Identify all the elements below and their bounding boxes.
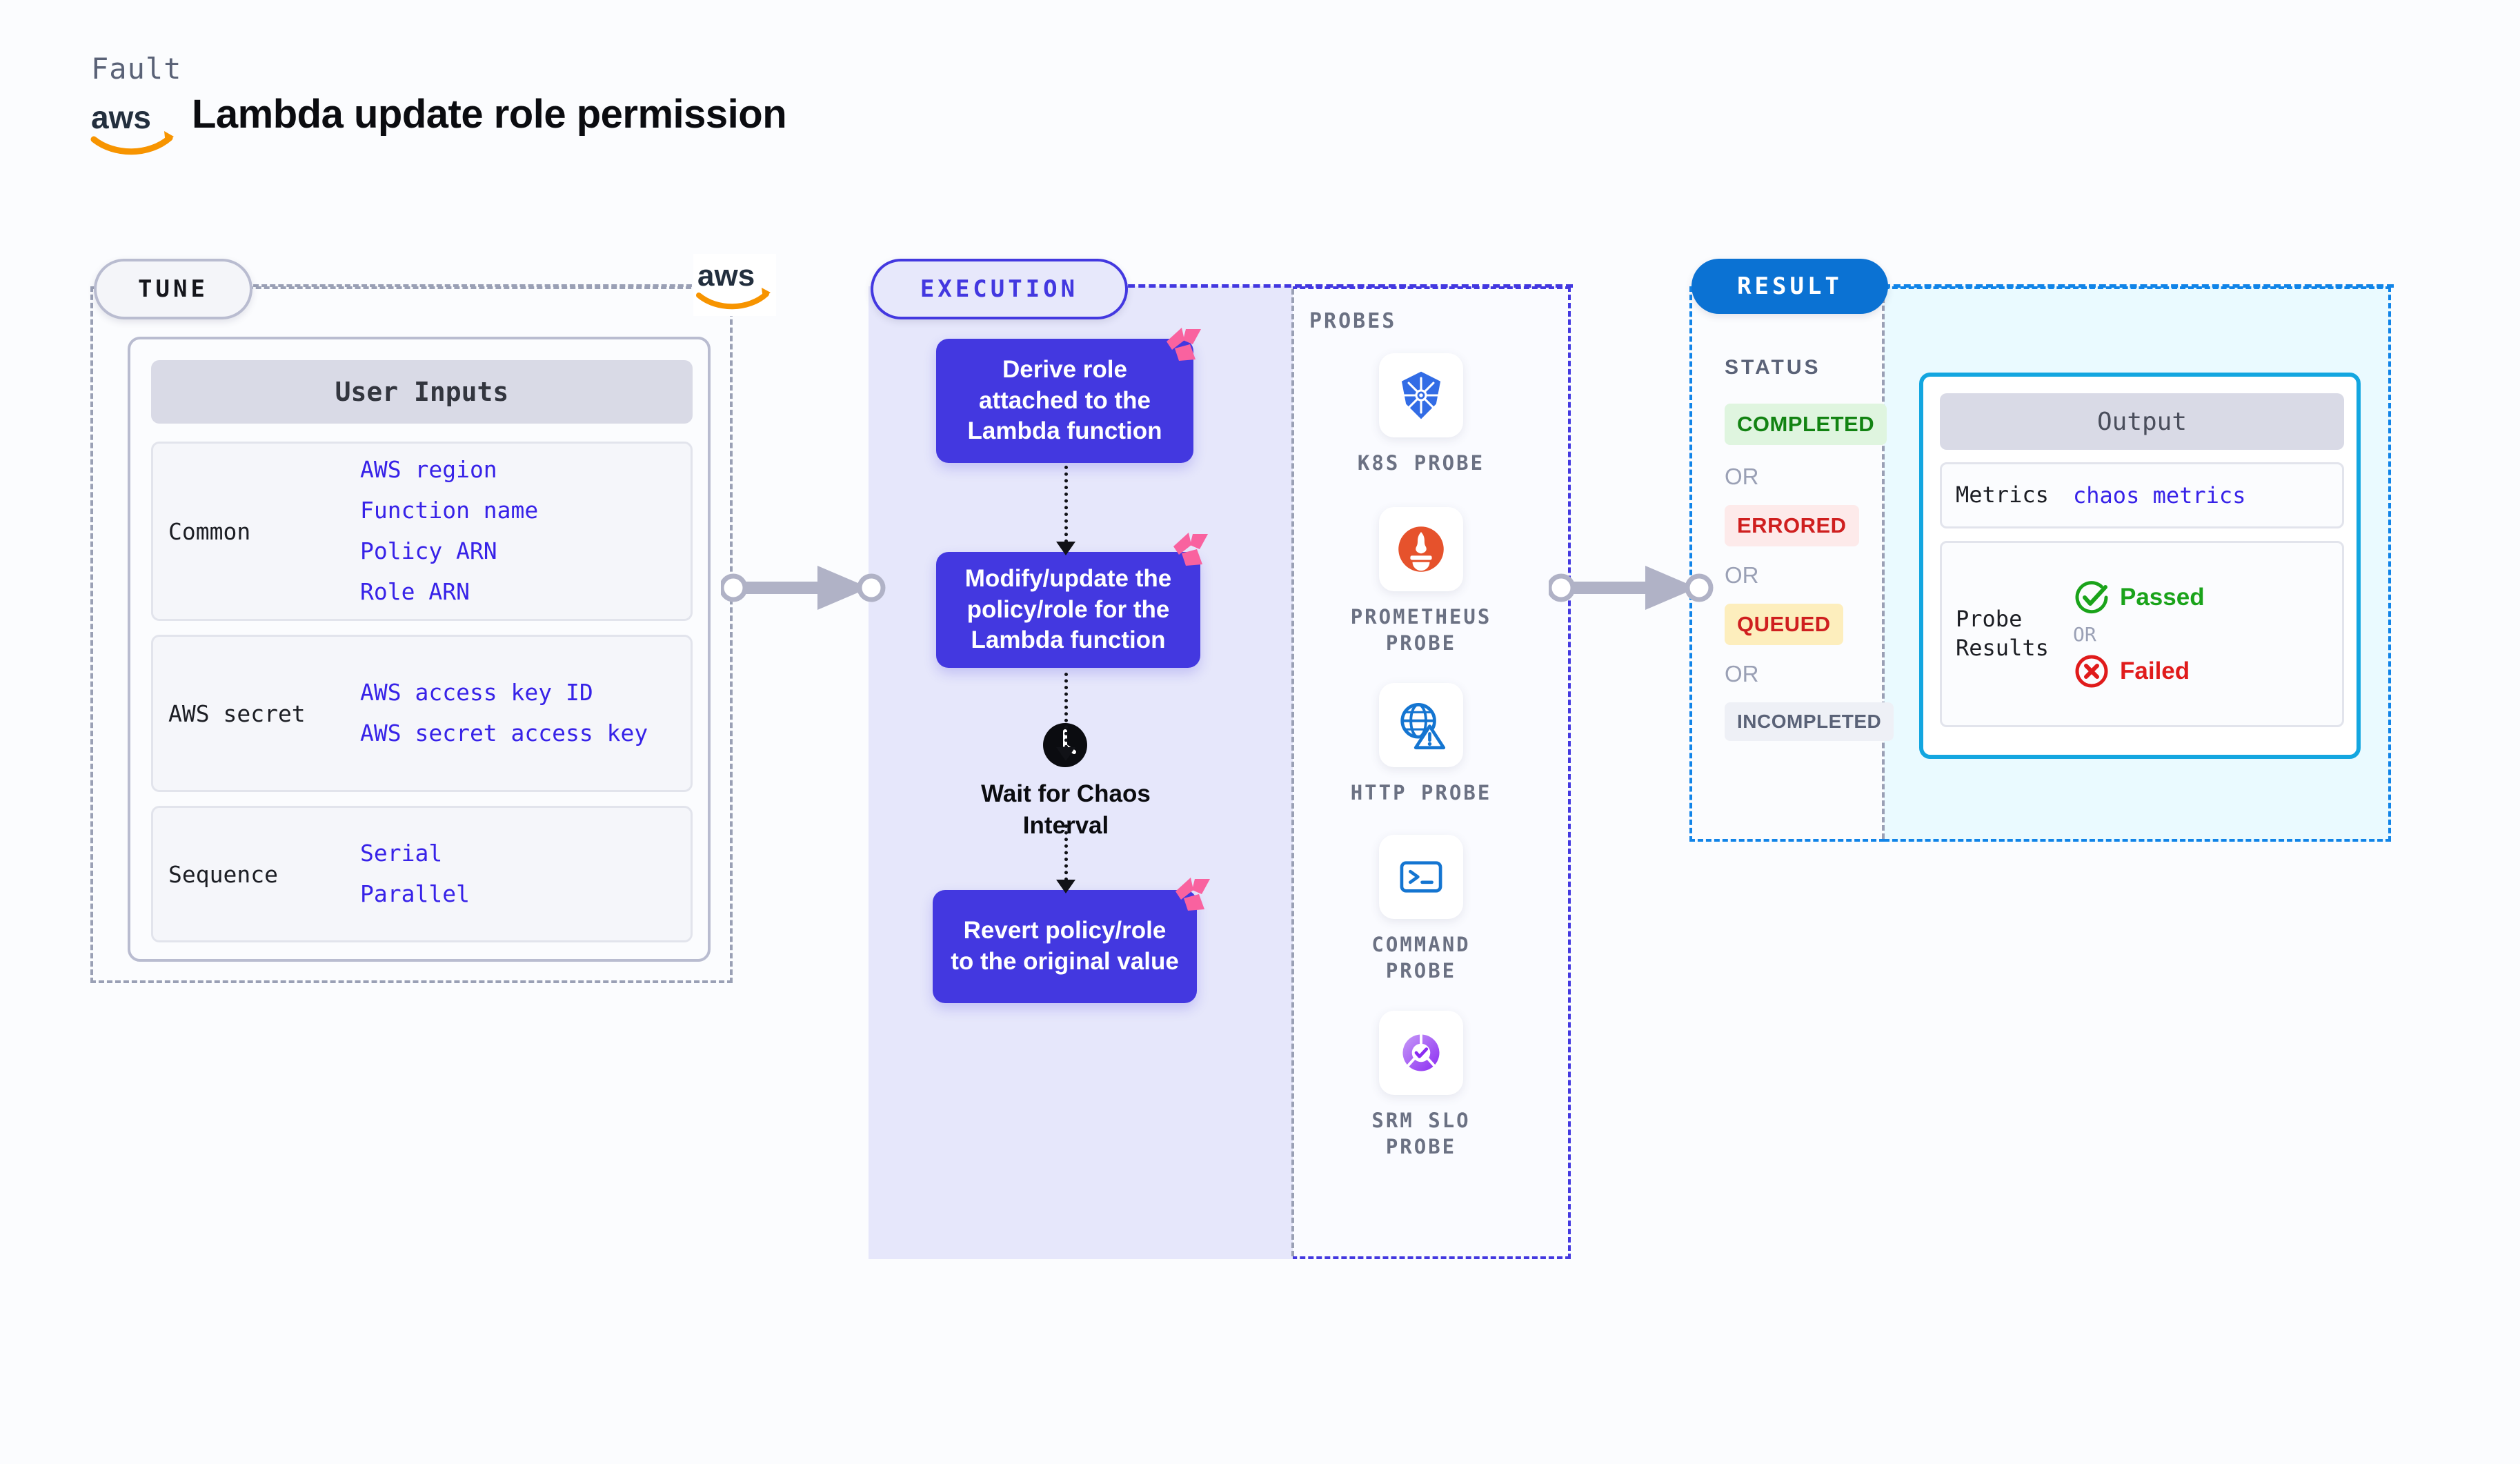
kubernetes-icon [1379,353,1463,437]
tune-top-dashed-line [245,284,700,287]
input-field-name[interactable]: Serial [360,840,443,867]
flow-arrow-1 [1056,542,1075,555]
tune-group-aws-secret: AWS secret AWS access key ID AWS secret … [151,635,693,792]
or-separator: OR [1725,562,1759,588]
result-output-divider [1882,289,1885,839]
probe-label: HTTP PROBE [1350,781,1492,804]
execution-pill: EXECUTION [871,259,1128,319]
status-badge-errored: ERRORED [1725,505,1859,546]
flow-arrow-2 [1056,747,1075,761]
output-card: Output Metrics chaos metrics Probe Resul… [1919,373,2361,759]
flow-arrow-3 [1056,880,1075,893]
probe-result-passed: Passed [2073,579,2205,616]
group-label: Common [168,517,251,545]
tune-group-common: Common AWS region Function name Policy A… [151,442,693,621]
group-label: Sequence [168,860,278,888]
result-pill: RESULT [1691,259,1888,314]
check-circle-icon [2075,580,2108,613]
probe-label: SRM SLO PROBE [1371,1109,1471,1159]
or-separator: OR [2073,622,2096,646]
output-row-probe-results: Probe Results Passed OR Failed [1940,541,2344,727]
or-separator: OR [1725,661,1759,686]
execution-probes-divider [1291,289,1294,1256]
user-inputs-card: User Inputs Common AWS region Function n… [128,337,711,962]
tune-pill: TUNE [94,259,252,319]
failed-label: Failed [2120,657,2190,684]
input-field-name[interactable]: Parallel [360,880,470,907]
status-title: STATUS [1725,356,1821,379]
slo-donut-icon [1379,1011,1463,1095]
or-separator: OR [1725,464,1759,489]
execution-step-1[interactable]: Derive role attached to the Lambda funct… [936,339,1193,463]
probe-label: COMMAND PROBE [1371,933,1471,983]
aws-logo-small: aws [693,254,776,316]
input-field-name[interactable]: AWS secret access key [360,720,648,746]
page-title: Lambda update role permission [192,92,787,137]
terminal-icon [1379,835,1463,919]
result-top-dashed-line [1883,284,2394,288]
output-title: Output [1940,393,2344,450]
probe-results-label: Probe Results [1956,606,2049,661]
svg-text:aws: aws [91,99,151,135]
status-badge-incompleted: INCOMPLETED [1725,702,1894,741]
probe-item-command[interactable]: COMMAND PROBE [1345,835,1497,985]
litmus-icon [1167,328,1201,361]
http-globe-icon [1379,683,1463,767]
flow-connector-1 [1064,466,1068,543]
input-field-name[interactable]: Role ARN [360,577,470,605]
connector-execution-to-result [1549,566,1714,610]
input-field-name[interactable]: Policy ARN [360,537,497,564]
probe-item-http[interactable]: HTTP PROBE [1345,683,1497,806]
metrics-value[interactable]: chaos metrics [2073,482,2246,508]
output-row-metrics: Metrics chaos metrics [1940,462,2344,528]
status-badge-completed: COMPLETED [1725,404,1887,445]
input-field-name[interactable]: AWS access key ID [360,679,593,706]
litmus-icon [1175,878,1210,911]
input-field-name[interactable]: Function name [360,497,539,524]
probe-label: PROMETHEUS PROBE [1350,605,1492,655]
passed-label: Passed [2120,583,2205,611]
probe-result-failed: Failed [2073,653,2205,690]
status-badge-queued: QUEUED [1725,604,1843,645]
probes-title: PROBES [1309,309,1397,333]
probe-label: K8S PROBE [1357,451,1485,475]
prometheus-icon [1379,507,1463,591]
aws-logo: aws [90,99,174,155]
probe-item-k8s[interactable]: K8S PROBE [1345,353,1497,476]
x-circle-icon [2075,655,2108,687]
user-inputs-title: User Inputs [151,360,693,424]
execution-step-3[interactable]: Revert policy/role to the original value [933,890,1197,1003]
flow-connector-2 [1064,673,1068,749]
tune-group-sequence: Sequence Serial Parallel [151,806,693,942]
input-field-name[interactable]: AWS region [360,456,497,484]
execution-step-2[interactable]: Modify/update the policy/role for the La… [936,552,1200,668]
connector-tune-to-execution [721,566,886,610]
fault-label: Fault [91,52,182,86]
execution-top-dashed-line [1118,284,1573,288]
litmus-icon [1173,533,1208,566]
flow-connector-3 [1064,824,1068,881]
group-label: AWS secret [168,700,306,727]
metrics-label: Metrics [1956,482,2049,508]
svg-text:aws: aws [697,259,755,293]
probe-item-prometheus[interactable]: PROMETHEUS PROBE [1345,507,1497,657]
probe-item-srm-slo[interactable]: SRM SLO PROBE [1345,1011,1497,1160]
